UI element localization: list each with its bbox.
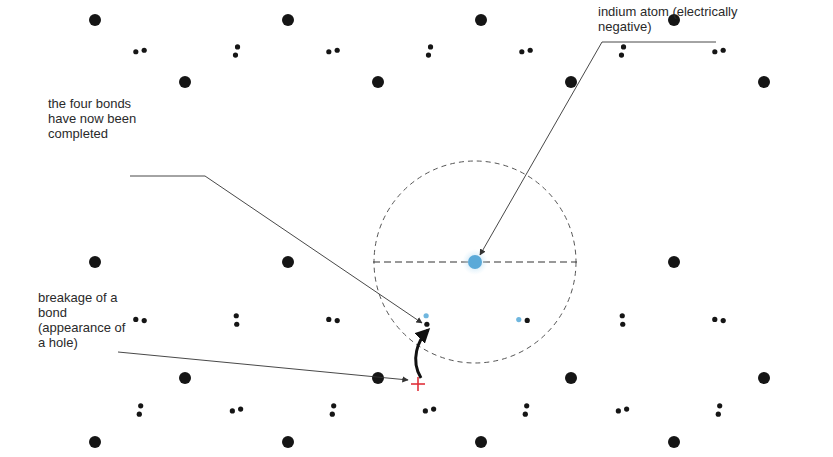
bond-electron bbox=[624, 406, 629, 411]
silicon-atom bbox=[89, 14, 101, 26]
silicon-atom bbox=[565, 76, 577, 88]
bond-electron bbox=[330, 412, 335, 417]
silicon-atom bbox=[282, 256, 294, 268]
bond-electron bbox=[233, 53, 238, 58]
callout-label: indium atom (electrically negative) bbox=[598, 4, 748, 34]
bond-electron bbox=[424, 322, 429, 327]
bond-electron bbox=[423, 408, 428, 413]
bond-electron bbox=[525, 318, 530, 323]
bond-electron bbox=[721, 48, 726, 53]
bond-electron bbox=[426, 53, 431, 58]
bond-electron bbox=[717, 403, 722, 408]
indium-glow bbox=[462, 249, 488, 275]
bond-electron bbox=[238, 406, 243, 411]
silicon-atom bbox=[668, 436, 680, 448]
bond-electron bbox=[523, 412, 528, 417]
bond-electron bbox=[712, 317, 717, 322]
bond-electron bbox=[234, 313, 239, 318]
silicon-atom bbox=[282, 14, 294, 26]
bond-electron bbox=[326, 317, 331, 322]
bond-electron bbox=[138, 403, 143, 408]
bond-electron bbox=[335, 318, 340, 323]
leader-line bbox=[118, 352, 408, 380]
bond-electron bbox=[326, 49, 331, 54]
bond-electron bbox=[716, 412, 721, 417]
bond-electron bbox=[133, 317, 138, 322]
indium-atom bbox=[468, 255, 482, 269]
bond-electron bbox=[235, 44, 240, 49]
bond-electron bbox=[621, 44, 626, 49]
bond-electron bbox=[133, 49, 138, 54]
bond-electron bbox=[424, 313, 429, 318]
bond-electron bbox=[619, 53, 624, 58]
silicon-atom bbox=[282, 436, 294, 448]
bond-electron bbox=[519, 49, 524, 54]
callout-label: the four bonds have now been completed bbox=[48, 96, 143, 141]
silicon-atom bbox=[758, 372, 770, 384]
bond-electron bbox=[428, 44, 433, 49]
silicon-atom bbox=[668, 256, 680, 268]
leader-line bbox=[480, 42, 716, 255]
bond-electron bbox=[142, 318, 147, 323]
callout-label: breakage of a bond (appearance of a hole… bbox=[38, 290, 130, 350]
bond-electron bbox=[331, 403, 336, 408]
bond-electron bbox=[620, 322, 625, 327]
bond-electron bbox=[524, 403, 529, 408]
silicon-atom bbox=[475, 14, 487, 26]
lattice-atoms bbox=[89, 14, 770, 448]
silicon-atom bbox=[372, 76, 384, 88]
bond-electron bbox=[528, 48, 533, 53]
bond-electron bbox=[234, 322, 239, 327]
bond-electron bbox=[335, 48, 340, 53]
bond-electron bbox=[431, 406, 436, 411]
silicon-atom bbox=[89, 256, 101, 268]
silicon-atom bbox=[372, 372, 384, 384]
hole-symbol bbox=[411, 377, 425, 391]
bond-electron bbox=[712, 49, 717, 54]
indium-region bbox=[374, 161, 576, 363]
bond-electron bbox=[516, 317, 521, 322]
silicon-atom bbox=[758, 76, 770, 88]
bond-electron bbox=[137, 412, 142, 417]
silicon-atom bbox=[179, 372, 191, 384]
bond-electron bbox=[230, 408, 235, 413]
bond-electron bbox=[616, 408, 621, 413]
silicon-atom bbox=[475, 436, 487, 448]
bond-electron bbox=[721, 318, 726, 323]
bond-electron bbox=[620, 313, 625, 318]
leader-line bbox=[130, 176, 422, 323]
silicon-atom bbox=[565, 372, 577, 384]
bond-electron bbox=[142, 48, 147, 53]
electron-jump-arrow bbox=[416, 330, 428, 378]
silicon-atom bbox=[89, 436, 101, 448]
silicon-atom bbox=[179, 76, 191, 88]
